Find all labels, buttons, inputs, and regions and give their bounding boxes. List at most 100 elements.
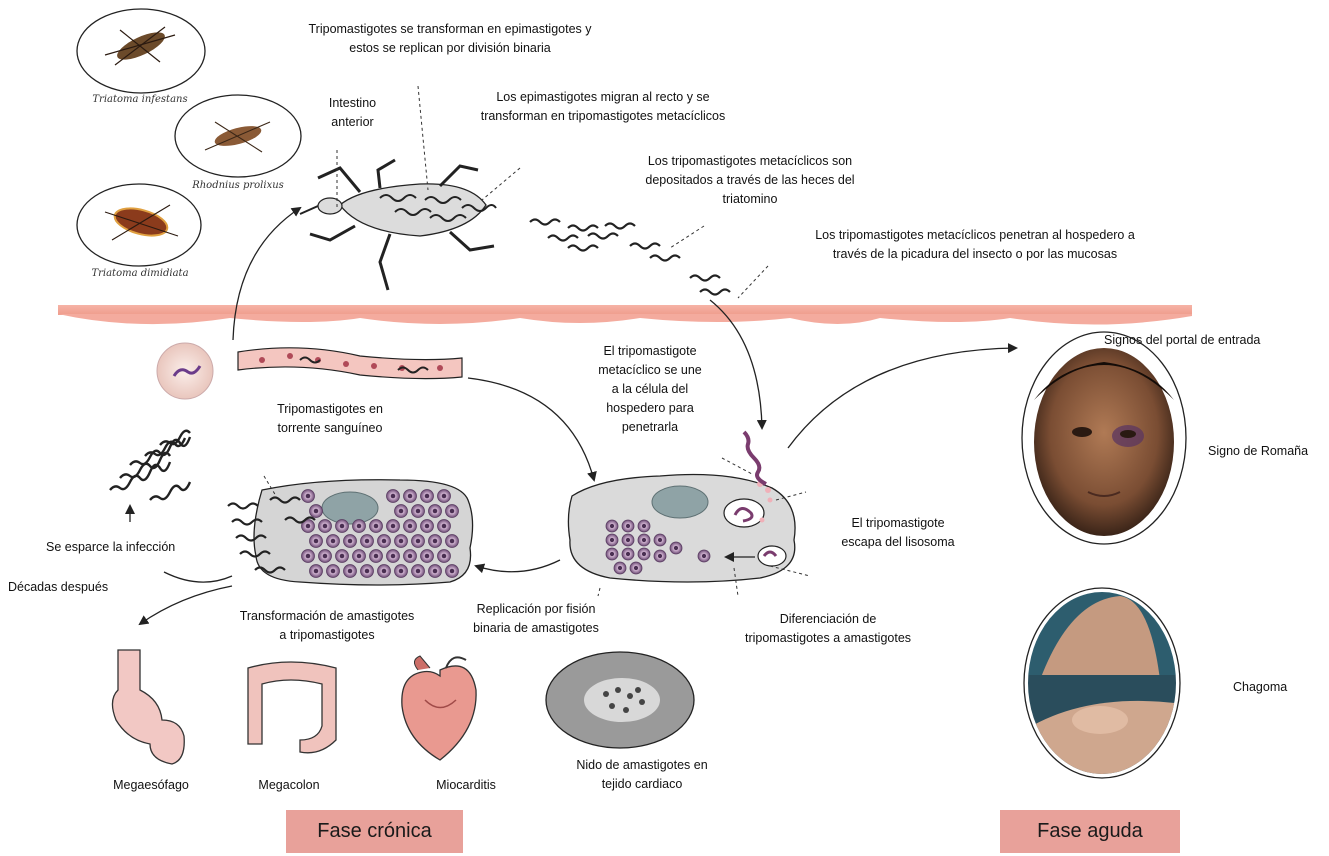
label-diferenciacion: Diferenciación de tripomastigotes a amas… [718, 610, 938, 648]
amastigote-kinetoplast [340, 554, 345, 559]
amastigote-kinetoplast [306, 494, 311, 499]
label-tripo-to-epi-line2: estos se replican por división binaria [250, 39, 650, 58]
label-miocarditis: Miocarditis [416, 776, 516, 795]
label-epi-recto-line1: Los epimastigotes migran al recto y se [448, 88, 758, 107]
amastigote-kinetoplast [626, 552, 630, 556]
amastigote-kinetoplast [314, 569, 319, 574]
label-epi-recto-line2: transforman en tripomastigotes metacícli… [448, 107, 758, 126]
amastigote-kinetoplast [642, 524, 646, 528]
rbc-with-parasite [157, 343, 213, 399]
label-torrente-line2: torrente sanguíneo [250, 419, 410, 438]
amastigote-kinetoplast [610, 538, 614, 542]
amastigote-kinetoplast [610, 524, 614, 528]
amastigote-kinetoplast [314, 539, 319, 544]
label-nido: Nido de amastigotes en tejido cardiaco [552, 756, 732, 794]
amastigote-kinetoplast [331, 539, 336, 544]
amastigote-kinetoplast [357, 554, 362, 559]
amastigote-kinetoplast [425, 494, 430, 499]
amastigote-kinetoplast [642, 538, 646, 542]
insect-caption-rhodnius: Rhodnius prolixus [178, 180, 298, 191]
label-replicacion: Replicación por fisión binaria de amasti… [446, 600, 626, 638]
amastigote-kinetoplast [450, 539, 455, 544]
label-torrente-line1: Tripomastigotes en [250, 400, 410, 419]
label-transformacion-line2: a tripomastigotes [212, 626, 442, 645]
amastigote-kinetoplast [306, 554, 311, 559]
amastigote-kinetoplast [399, 539, 404, 544]
label-une-line1: El tripomastigote [578, 342, 722, 361]
label-une-line4: hospedero para [578, 399, 722, 418]
amastigote-kinetoplast [391, 554, 396, 559]
label-penetran-line1: Los tripomastigotes metacíclicos penetra… [770, 226, 1180, 245]
amastigote-kinetoplast [658, 554, 662, 558]
label-heces-line1: Los tripomastigotes metacíclicos son [600, 152, 900, 171]
amastigote-kinetoplast [433, 539, 438, 544]
amastigote-kinetoplast [314, 509, 319, 514]
label-une-line3: a la célula del [578, 380, 722, 399]
amastigote-kinetoplast [610, 552, 614, 556]
amastigote-kinetoplast [626, 538, 630, 542]
amastigote-kinetoplast [416, 509, 421, 514]
phase-aguda-box: Fase aguda [1000, 810, 1180, 853]
amastigote-kinetoplast [391, 524, 396, 529]
amastigote-kinetoplast [323, 554, 328, 559]
label-megacolon: Megacolon [244, 776, 334, 795]
amastigote-kinetoplast [425, 524, 430, 529]
amastigote-kinetoplast [408, 494, 413, 499]
label-torrente: Tripomastigotes en torrente sanguíneo [250, 400, 410, 438]
label-heces-line2: depositados a través de las heces del [600, 171, 900, 190]
label-escapa-lisosoma: El tripomastigote escapa del lisosoma [818, 514, 978, 552]
amastigote-kinetoplast [408, 554, 413, 559]
megaesophagus-illustration [112, 650, 184, 764]
label-transformacion: Transformación de amastigotes a tripomas… [212, 607, 442, 645]
romana-sign-photo [1022, 332, 1186, 544]
amastigote-kinetoplast [433, 569, 438, 574]
amastigote-kinetoplast [674, 546, 678, 550]
amastigote-kinetoplast [323, 524, 328, 529]
label-tripo-to-epi: Tripomastigotes se transforman en epimas… [250, 20, 650, 58]
amastigote-kinetoplast [348, 569, 353, 574]
amastigote-kinetoplast [442, 524, 447, 529]
label-heces: Los tripomastigotes metacíclicos son dep… [600, 152, 900, 209]
label-replicacion-line2: binaria de amastigotes [446, 619, 626, 638]
insect-caption-dimidiata: Triatoma dimidiata [80, 268, 200, 279]
label-intestino-line2: anterior [305, 113, 400, 132]
amastigote-kinetoplast [306, 524, 311, 529]
label-epi-recto: Los epimastigotes migran al recto y se t… [448, 88, 758, 126]
chagoma-photo [1020, 585, 1190, 785]
label-nido-line2: tejido cardiaco [552, 775, 732, 794]
label-chagoma: Chagoma [1233, 678, 1287, 697]
label-decadas: Décadas después [8, 578, 108, 597]
amastigote-kinetoplast [331, 569, 336, 574]
amastigote-kinetoplast [399, 569, 404, 574]
label-escapa-line2: escapa del lisosoma [818, 533, 978, 552]
amastigote-kinetoplast [433, 509, 438, 514]
heart-illustration [402, 656, 476, 760]
amastigote-kinetoplast [365, 569, 370, 574]
amastigote-kinetoplast [626, 524, 630, 528]
amastigote-kinetoplast [416, 539, 421, 544]
label-replicacion-line1: Replicación por fisión [446, 600, 626, 619]
insect-triatoma-dimidiata [77, 184, 201, 266]
amastigote-kinetoplast [658, 538, 662, 542]
label-escapa-line1: El tripomastigote [818, 514, 978, 533]
amastigote-kinetoplast [365, 539, 370, 544]
amastigote-kinetoplast [374, 554, 379, 559]
amastigote-kinetoplast [702, 554, 706, 558]
label-megaesofago: Megaesófago [96, 776, 206, 795]
label-tripo-une: El tripomastigote metacíclico se une a l… [578, 342, 722, 437]
label-tripo-to-epi-line1: Tripomastigotes se transforman en epimas… [250, 20, 650, 39]
insect-triatoma-infestans [77, 9, 205, 93]
label-diferenciacion-line2: tripomastigotes a amastigotes [718, 629, 938, 648]
skin-layer [58, 305, 1192, 325]
label-intestino-anterior: Intestino anterior [305, 94, 400, 132]
amastigote-kinetoplast [391, 494, 396, 499]
amastigote-kinetoplast [348, 539, 353, 544]
amastigote-kinetoplast [340, 524, 345, 529]
amastigote-kinetoplast [618, 566, 622, 570]
amastigote-kinetoplast [382, 569, 387, 574]
label-heces-line3: triatomino [600, 190, 900, 209]
amastigote-kinetoplast [442, 494, 447, 499]
amastigote-kinetoplast [382, 539, 387, 544]
amastigote-kinetoplast [450, 569, 455, 574]
